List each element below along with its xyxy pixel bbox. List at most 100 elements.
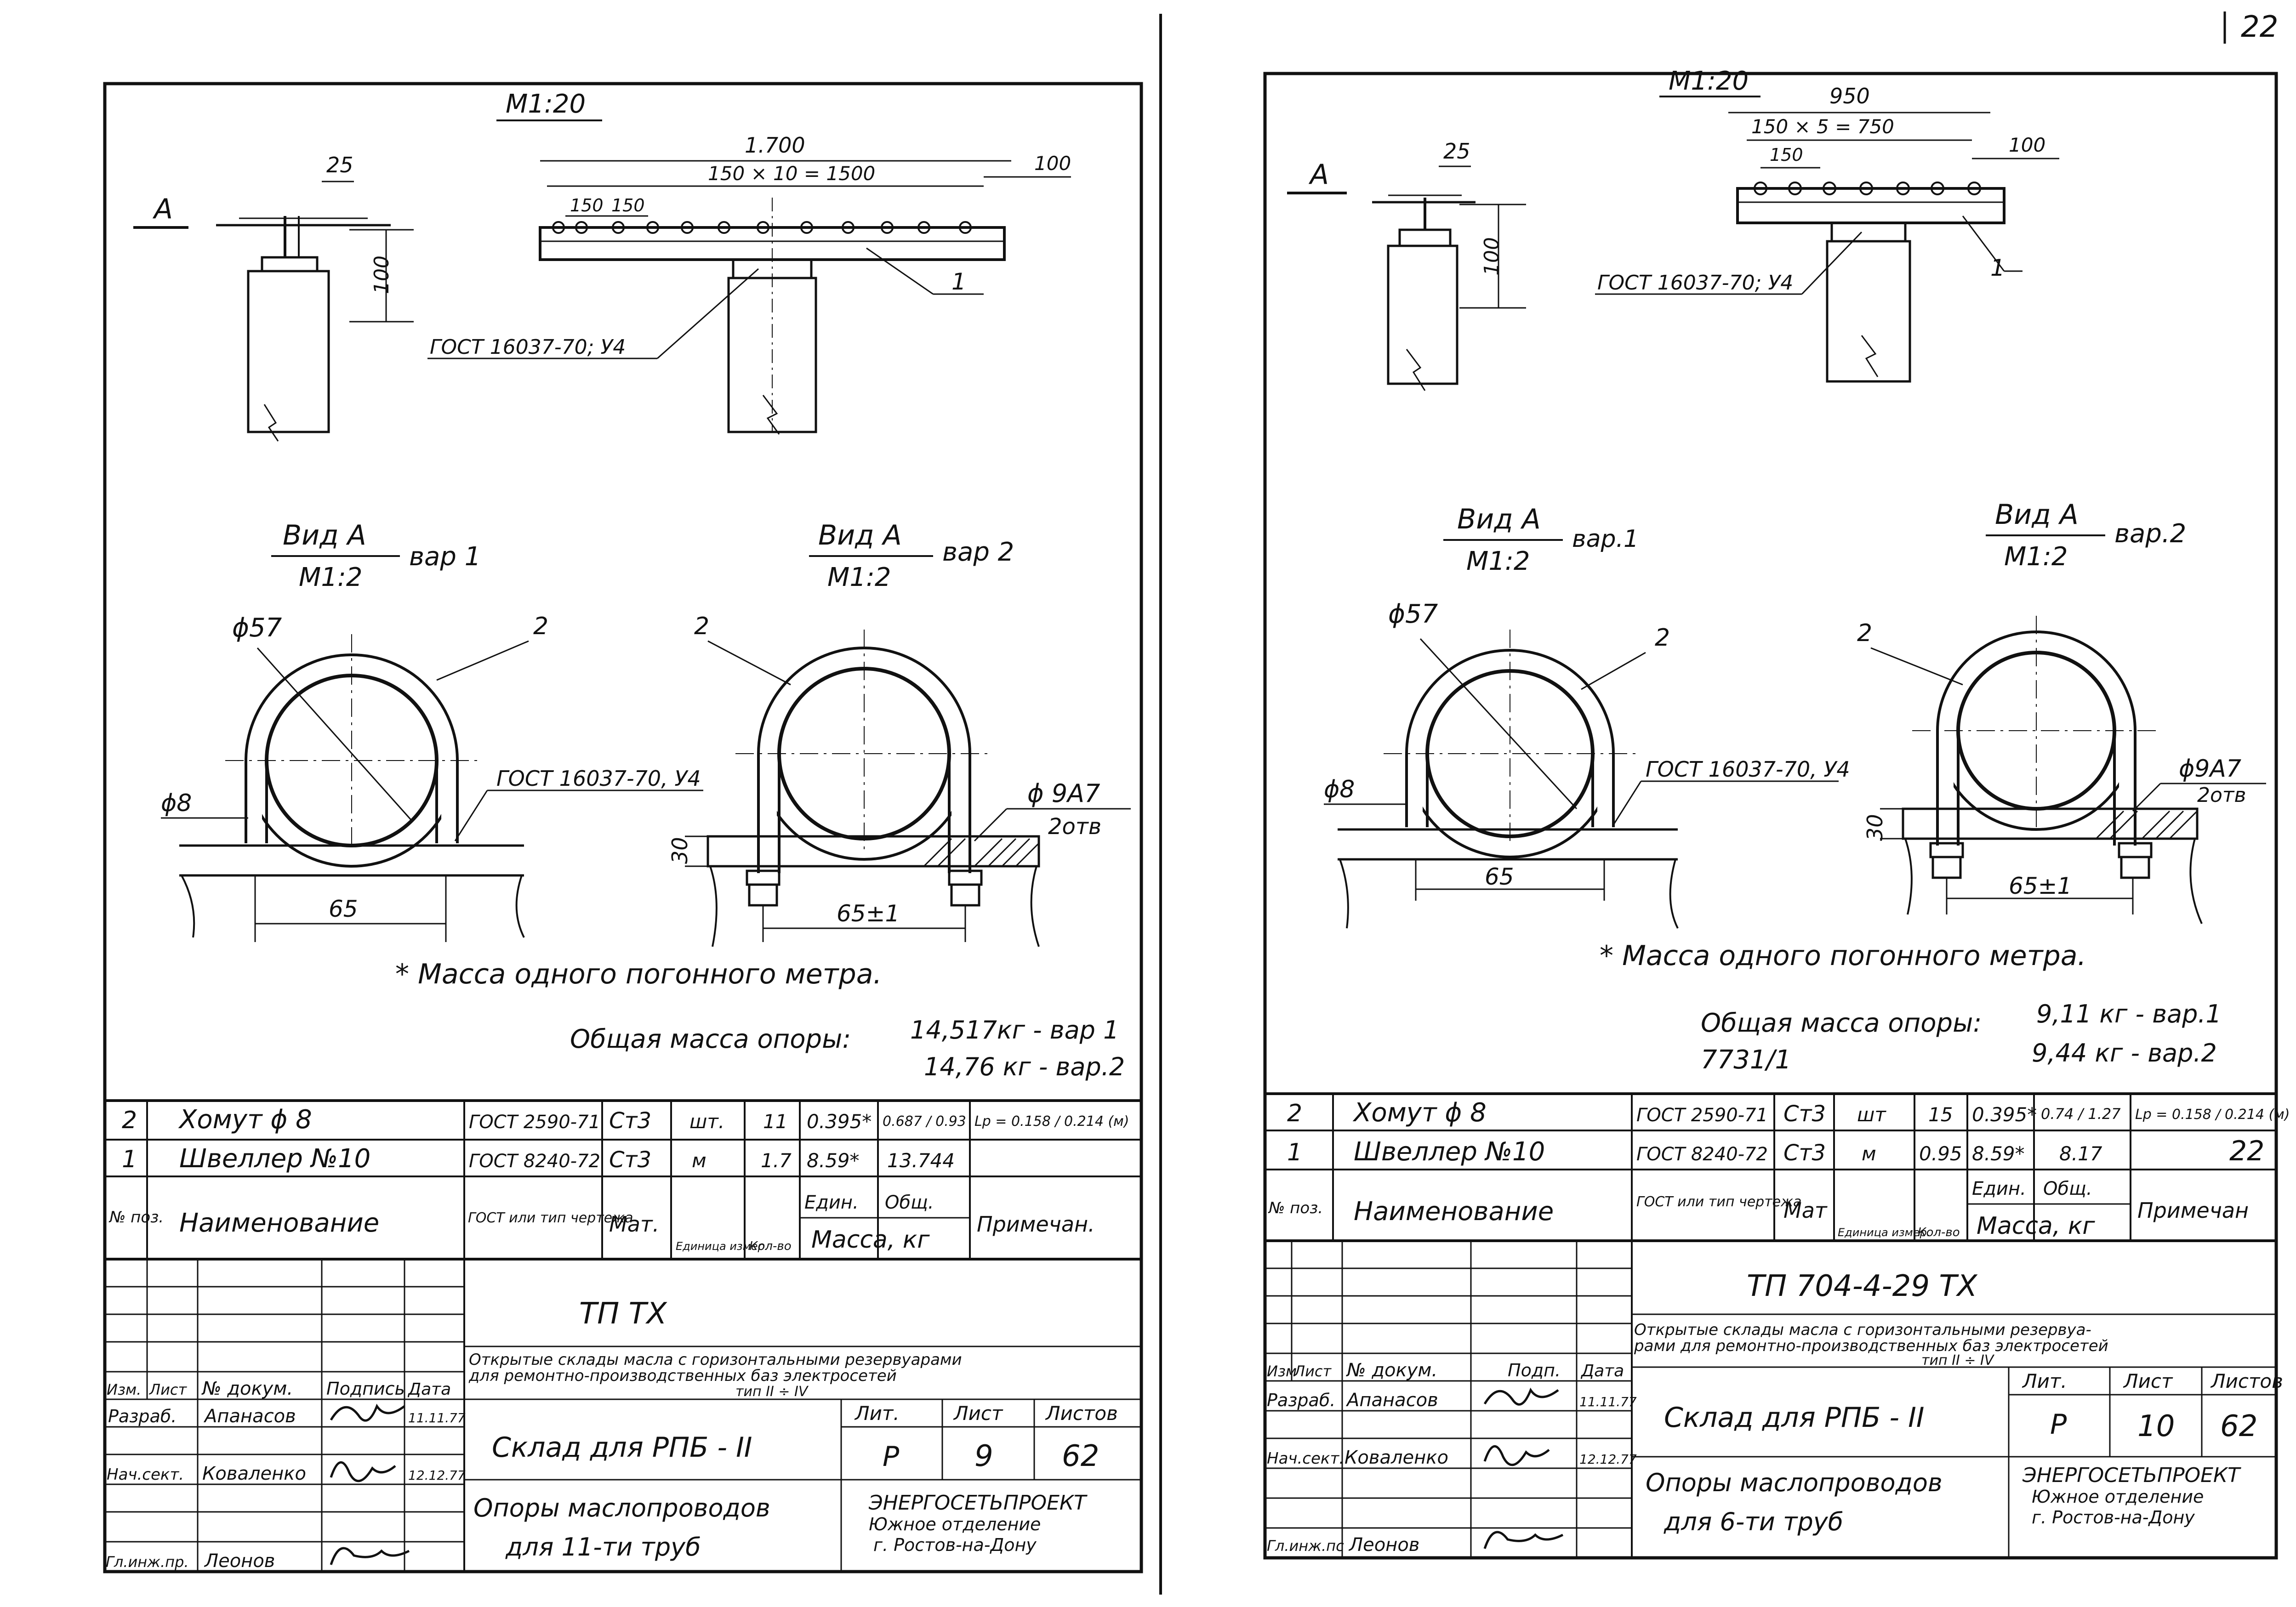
table-cell: Lp = 0.158 / 0.214 (м) [2135, 1107, 2290, 1123]
left-dim-100-vert: 100 [370, 256, 393, 294]
stamp-label: Лист [149, 1381, 187, 1398]
table-cell: 0.95 [1919, 1142, 1962, 1165]
table-cell: Lp = 0.158 / 0.214 (м) [974, 1113, 1129, 1130]
stamp-label: Лист [2123, 1370, 2173, 1392]
table-cell: Хомут ϕ 8 [1352, 1098, 1487, 1128]
stamp-label: Изм [1267, 1363, 1297, 1380]
stamp-name: Леонов [1348, 1534, 1419, 1556]
table-header: Общ. [885, 1192, 934, 1213]
right-title1: Опоры маслопроводов [1646, 1468, 1943, 1497]
right-view-var2: Вид А М1:2 вар.2 2 [1857, 499, 2266, 924]
stamp-date: 11.11.77 [1579, 1394, 1637, 1409]
stamp-label: Лит. [2022, 1370, 2067, 1392]
table-cell: 15 [1928, 1103, 1953, 1126]
signature [330, 1461, 396, 1482]
right-inv-note: 7731/1 [1701, 1045, 1791, 1075]
table-cell: 1 [1287, 1139, 1302, 1166]
table-cell: 8.17 [2059, 1142, 2102, 1165]
table-cell: м [692, 1149, 706, 1172]
right-dim-100-vert: 100 [1480, 237, 1504, 276]
stamp-date: 12.12.77 [408, 1468, 466, 1483]
stamp-label: Дата [407, 1380, 451, 1399]
left-dim-65: 65 [329, 896, 358, 922]
table-cell: ГОСТ 2590-71 [469, 1112, 600, 1133]
left-sheet-number: 9 [974, 1439, 993, 1473]
table-cell: 0.74 / 1.27 [2041, 1105, 2121, 1123]
table-cell: 2 [1287, 1100, 1302, 1127]
right-view1-scale: М1:2 [1466, 546, 1530, 576]
stamp-label: Дата [1580, 1362, 1624, 1380]
stamp-label: Листов [1045, 1402, 1118, 1425]
right-dim-150: 150 [1770, 145, 1803, 165]
left-dim-total: 1.700 [745, 133, 805, 158]
left-scale-top: М1:20 [506, 89, 586, 119]
right-pos-2b: 2 [1857, 619, 1872, 647]
left-gost-weld: ГОСТ 16037-70; У4 [430, 335, 626, 359]
table-header: Кол-во [1918, 1226, 1960, 1239]
table-cell: ГОСТ 2590-71 [1636, 1105, 1768, 1126]
left-project-line3: тип II ÷ IV [735, 1384, 809, 1400]
right-dim-65pm: 65±1 [2009, 873, 2072, 899]
signature [1483, 1531, 1564, 1549]
left-view1-scale: М1:2 [299, 562, 362, 592]
stamp-label: Лит. [854, 1402, 900, 1425]
right-dim-30: 30 [1863, 814, 1887, 841]
right-project-line2: рами для ремонтно-производственных баз э… [1634, 1337, 2108, 1355]
table-cell: 0.395* [807, 1110, 872, 1133]
stamp-role: Гл.инж.пс [1267, 1537, 1344, 1555]
stamp-name: Коваленко [1345, 1447, 1448, 1468]
table-cell: 22 [2229, 1135, 2264, 1167]
signature [1483, 1387, 1559, 1406]
table-cell: м [1862, 1142, 1876, 1165]
table-header: Общ. [2043, 1178, 2092, 1199]
left-dia57: ϕ57 [232, 613, 282, 643]
left-total-mass-label: Общая масса опоры: [570, 1024, 851, 1054]
right-org2: Южное отделение [2032, 1487, 2204, 1507]
left-sheets-total: 62 [1062, 1439, 1099, 1473]
stamp-label: № докум. [1346, 1360, 1437, 1381]
table-cell: 11 [763, 1110, 787, 1133]
table-cell: Ст3 [609, 1147, 651, 1173]
right-sheet: М1:20 А 25 100 950 150 × 5 = 750 150 [1263, 66, 2290, 1560]
left-dim-25: 25 [326, 153, 353, 177]
right-gost-weld: ГОСТ 16037-70; У4 [1597, 271, 1793, 295]
table-cell: Ст3 [609, 1108, 651, 1134]
left-total-mass-1: 14,517кг - вар 1 [910, 1016, 1119, 1045]
left-view2-scale: М1:2 [827, 562, 891, 592]
right-org3: г. Ростов-на-Дону [2032, 1507, 2195, 1528]
stamp-role: Нач.сект. [1267, 1449, 1344, 1468]
table-header: ГОСТ или тип чертежа [468, 1210, 633, 1226]
left-mass-note: * Масса одного погонного метра. [395, 958, 882, 990]
left-dim-pitch: 150 × 10 = 1500 [708, 162, 875, 185]
stamp-label: Лист [1293, 1363, 1332, 1380]
page-number: 22 [2241, 10, 2278, 44]
left-object: Склад для РПБ - II [492, 1431, 752, 1464]
table-cell: 1.7 [761, 1149, 792, 1172]
table-header: Единица измер. [676, 1240, 768, 1253]
stamp-role: Нач.сект. [107, 1465, 184, 1484]
table-header: Примечан. [977, 1212, 1095, 1237]
stamp-date: 11.11.77 [408, 1410, 466, 1425]
stamp-label: Лист [953, 1402, 1003, 1425]
right-dim-25: 25 [1443, 139, 1470, 164]
right-dim-total: 950 [1829, 84, 1870, 108]
right-mass-note: * Масса одного погонного метра. [1600, 940, 2086, 972]
left-title2: для 11-ти труб [505, 1533, 701, 1562]
table-header: Масса, кг [1977, 1212, 2095, 1240]
right-view2-var: вар.2 [2114, 519, 2186, 549]
left-title-block: ТП ТХ Открытые склады масла с горизонтал… [105, 1259, 1141, 1572]
table-header: Единица измер. [1838, 1226, 1930, 1239]
table-cell: Швеллер №10 [1354, 1137, 1545, 1167]
table-header: ГОСТ или тип чертежа [1636, 1194, 1802, 1210]
signature [330, 1547, 410, 1565]
stamp-role: Разраб. [108, 1406, 177, 1426]
table-cell: шт [1857, 1103, 1886, 1126]
left-view2-title: Вид А [818, 519, 902, 551]
table-cell: 2 [122, 1107, 137, 1134]
table-header: Наименование [179, 1208, 379, 1238]
stamp-role: Гл.инж.пр. [106, 1553, 189, 1571]
left-side-view: А 25 100 [133, 153, 414, 442]
table-cell: 13.744 [887, 1149, 955, 1172]
left-project-line1: Открытые склады масла с горизонтальными … [469, 1351, 962, 1369]
